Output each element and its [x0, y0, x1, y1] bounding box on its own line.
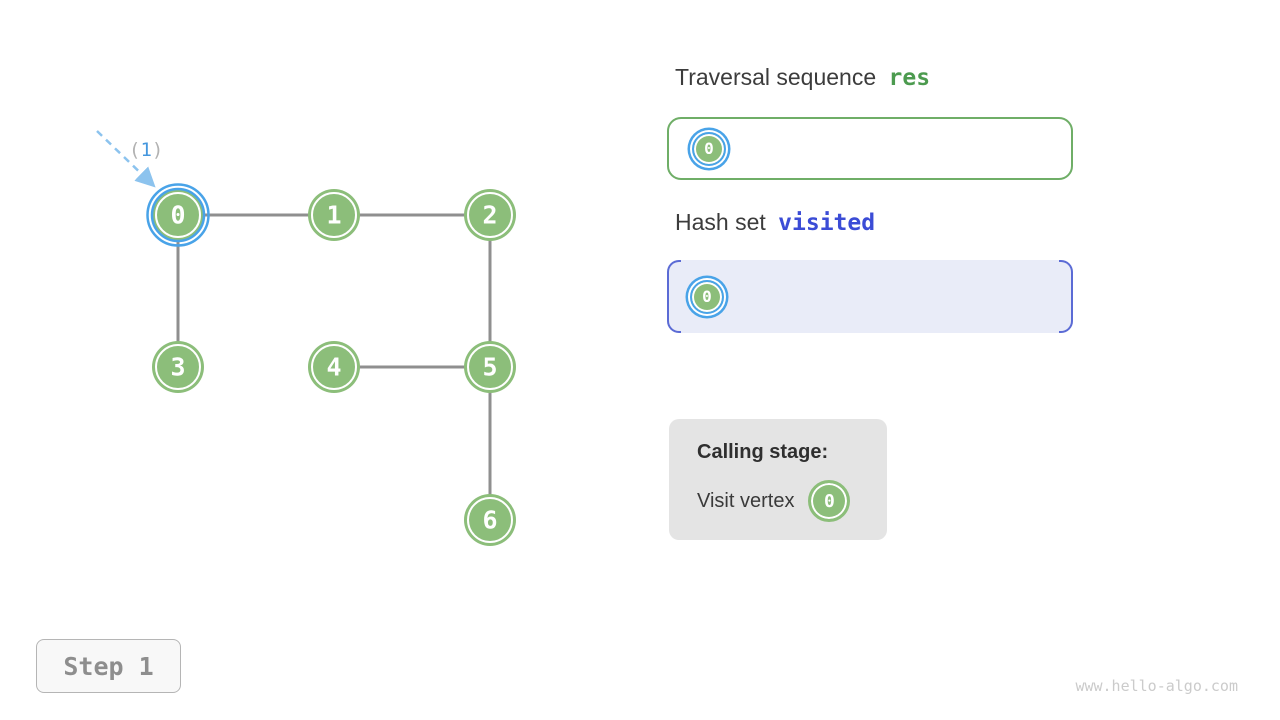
res-title: Traversal sequence res	[675, 64, 930, 91]
res-title-text: Traversal sequence	[675, 64, 877, 90]
graph-node-label: 0	[170, 201, 185, 230]
bracket-left-icon	[667, 260, 681, 333]
graph-node-label: 1	[326, 201, 341, 230]
step-annotation: (1)	[129, 139, 163, 161]
res-items: 0	[669, 119, 1071, 178]
visited-title-text: Hash set	[675, 209, 766, 235]
visited-items: 0	[667, 260, 1073, 333]
graph-nodes: 0 1 2 3 4 5 6	[146, 183, 516, 546]
graph-node-label: 2	[482, 201, 497, 230]
calling-action-text: Visit vertex	[697, 489, 795, 512]
graph-node-4: 4	[308, 341, 360, 393]
step-indicator: Step 1	[36, 639, 181, 693]
item-node-0: 0	[690, 279, 724, 314]
visited-title: Hash set visited	[675, 209, 875, 236]
graph-node-label: 4	[326, 353, 341, 382]
graph-diagram: (1) 0 1 2 3 4 5 6	[96, 130, 516, 546]
incoming-arrow-icon	[96, 130, 156, 188]
calling-stage-box: Calling stage: Visit vertex 0	[669, 419, 887, 540]
calling-vertex-node: 0	[808, 480, 851, 522]
calling-stage-title: Calling stage:	[697, 441, 829, 463]
step-label: Step 1	[63, 651, 154, 681]
highlight-ring-icon	[146, 183, 210, 247]
graph-node-1: 1	[308, 189, 360, 241]
graph-node-0: 0	[146, 183, 210, 247]
graph-node-6: 6	[464, 494, 516, 546]
res-box: 0	[667, 117, 1073, 180]
graph-node-label: 6	[482, 506, 497, 535]
graph-node-label: 3	[170, 353, 185, 382]
graph-node-5: 5	[464, 341, 516, 393]
watermark: www.hello-algo.com	[1075, 677, 1238, 695]
graph-node-2: 2	[464, 189, 516, 241]
res-variable-name: res	[888, 65, 931, 91]
visited-box: 0	[667, 260, 1073, 333]
graph-node-label: 5	[482, 353, 497, 382]
graph-node-3: 3	[152, 341, 204, 393]
visited-variable-name: visited	[778, 210, 876, 236]
item-node-0: 0	[692, 131, 726, 166]
calling-stage-row: Visit vertex 0	[697, 480, 887, 522]
